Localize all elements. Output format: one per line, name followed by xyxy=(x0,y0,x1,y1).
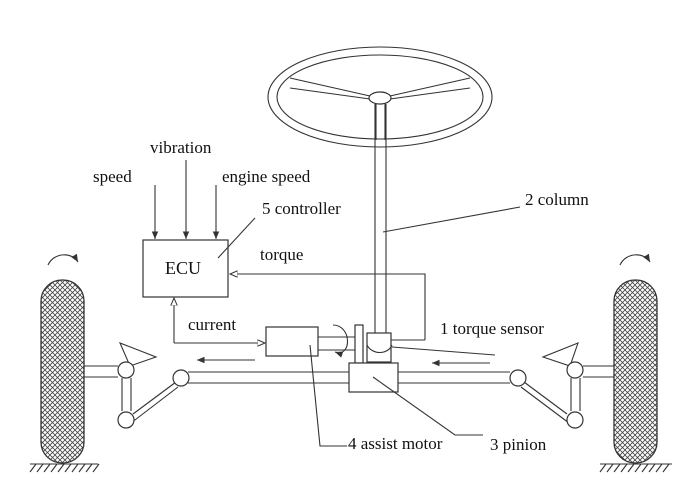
torque-sensor xyxy=(366,332,392,363)
ecu-box xyxy=(142,239,229,298)
label-engine-speed: engine speed xyxy=(222,167,311,186)
ecu-input-arrows xyxy=(151,160,220,239)
label-assist-motor: 4 assist motor xyxy=(348,434,443,453)
right-linkage xyxy=(509,342,614,429)
label-current: current xyxy=(188,315,236,334)
assist-motor-leader-line xyxy=(309,344,347,447)
torque-signal-line xyxy=(230,274,426,340)
rotation-arrow-icon xyxy=(332,324,348,358)
sensor-rotation-icon xyxy=(366,344,393,354)
label-pinion: 3 pinion xyxy=(490,435,547,454)
controller-leader-line xyxy=(217,217,256,259)
gear-plate xyxy=(354,324,364,364)
pinion-leader-line xyxy=(372,376,483,436)
torque-sensor-leader-line xyxy=(391,346,496,356)
steering-wheel xyxy=(267,46,493,148)
label-vibration: vibration xyxy=(150,138,212,157)
column-leader-line xyxy=(382,206,521,233)
label-column: 2 column xyxy=(525,190,589,209)
ecu-label: ECU xyxy=(165,258,201,278)
left-linkage xyxy=(84,342,190,429)
steering-column xyxy=(374,104,387,333)
ground-left xyxy=(29,463,100,473)
label-torque: torque xyxy=(260,245,303,264)
steering-rack xyxy=(188,371,510,384)
label-torque-sensor: 1 torque sensor xyxy=(440,319,544,338)
left-wheel-rotation-icon xyxy=(47,253,79,266)
label-speed: speed xyxy=(93,167,132,186)
right-wheel-rotation-icon xyxy=(619,253,651,266)
label-controller: 5 controller xyxy=(262,199,341,218)
left-wheel xyxy=(40,279,85,464)
ground-right xyxy=(599,463,672,473)
right-wheel xyxy=(613,279,658,464)
assist-motor xyxy=(265,326,319,357)
